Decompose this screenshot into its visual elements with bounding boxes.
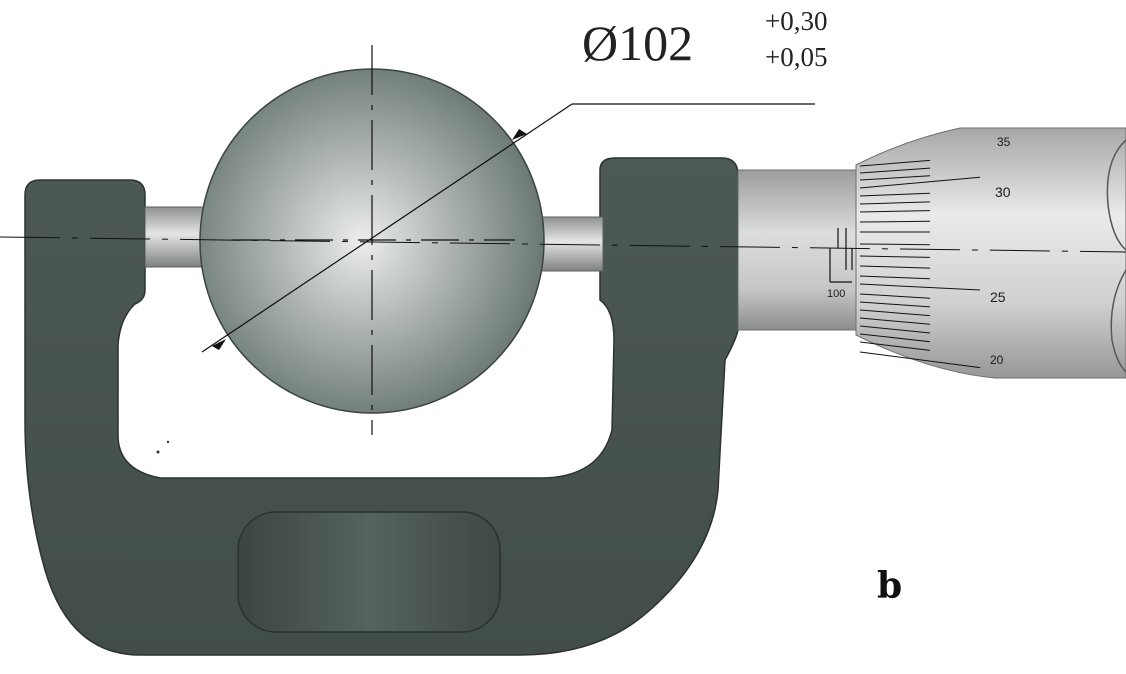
thimble-tick: [859, 265, 931, 269]
thimble-tick: [859, 301, 931, 308]
thimble-tick: [859, 175, 931, 181]
thimble: [855, 127, 1126, 379]
thimble-label-30: 30: [995, 184, 1011, 200]
thimble-tick: [859, 220, 931, 223]
thimble-tick: [859, 192, 931, 197]
frame-plate: [237, 511, 501, 633]
ratchet-edge-lower: [1110, 269, 1126, 373]
diameter-line: [201, 103, 573, 353]
thimble-label-35: 35: [997, 135, 1011, 149]
arrow-upper: [512, 129, 527, 140]
thimble-tick: [859, 243, 931, 246]
dimension-lower-tolerance: +0,05: [765, 42, 827, 72]
thimble-tick: [859, 325, 931, 334]
speck: [156, 450, 160, 454]
ratchet-edge: [1106, 139, 1126, 251]
arrow-lower: [212, 339, 226, 350]
thimble-tick: [859, 275, 931, 280]
thimble-tick: [859, 201, 931, 205]
thimble-tick: [859, 317, 931, 325]
thimble-tick: [859, 351, 981, 369]
thimble-tick: [859, 283, 981, 291]
thimble-tick: [859, 293, 931, 299]
thimble-tick: [859, 309, 931, 317]
sleeve-scale-label: 100: [827, 288, 845, 300]
thimble-tick: [859, 255, 931, 258]
sleeve-scale: [829, 228, 853, 283]
thimble-tick: [859, 341, 931, 351]
panel-label: b: [877, 565, 902, 607]
axis-line: [0, 236, 1126, 253]
thimble-tick: [859, 167, 931, 174]
thimble-scale: [859, 159, 981, 369]
thimble-label-20: 20: [990, 353, 1004, 367]
thimble-label-25: 25: [990, 289, 1006, 305]
speck-2: [166, 440, 170, 444]
thimble-tick: [859, 333, 931, 343]
sleeve: [737, 169, 863, 331]
thimble-tick: [859, 210, 931, 213]
dimension-nominal: Ø102: [582, 15, 693, 71]
thimble-tick: [859, 159, 931, 167]
dimension-upper-tolerance: +0,30: [765, 6, 827, 36]
thimble-tick: [859, 176, 981, 189]
c-frame: [24, 157, 739, 656]
anvil: [144, 206, 208, 268]
